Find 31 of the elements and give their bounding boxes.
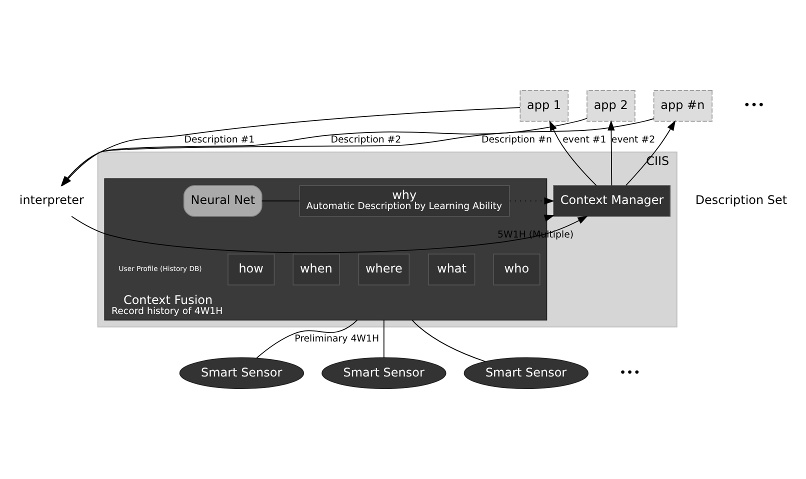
arrow xyxy=(626,120,676,186)
edge-label: Description #1 xyxy=(184,134,255,146)
node-box: where xyxy=(358,254,410,286)
arrow xyxy=(608,120,615,186)
arrow xyxy=(509,197,555,205)
edge-label: Preliminary 4W1H xyxy=(294,333,380,344)
arrow xyxy=(549,120,597,186)
node-box: who xyxy=(493,254,540,286)
label: Description Set xyxy=(695,193,788,208)
connector xyxy=(261,200,300,202)
node-box: Neural Net xyxy=(183,185,262,217)
node-text: interpreter xyxy=(19,193,84,208)
node-box: how xyxy=(228,254,275,286)
node-box: why Automatic Description by Learning Ability xyxy=(299,185,510,217)
node-box: app 1 xyxy=(520,90,569,122)
edge-label: Description #n xyxy=(482,134,552,146)
node-box: what xyxy=(428,254,476,286)
label: ••• xyxy=(619,365,640,380)
label: ••• xyxy=(743,98,765,112)
connector xyxy=(412,320,486,362)
node-box: when xyxy=(292,254,340,286)
edge-label: Description #2 xyxy=(330,134,402,146)
node-box: app #n xyxy=(653,90,712,122)
node-ellipse: Smart Sensor xyxy=(322,357,446,389)
edge-label: event #1 xyxy=(562,134,606,146)
node-box: Context Manager xyxy=(553,185,671,217)
node-ellipse: Smart Sensor xyxy=(179,357,304,389)
node-box: app 2 xyxy=(586,90,636,122)
node-ellipse: Smart Sensor xyxy=(464,357,589,389)
edge-label: event #2 xyxy=(611,134,656,146)
connector xyxy=(256,320,358,358)
